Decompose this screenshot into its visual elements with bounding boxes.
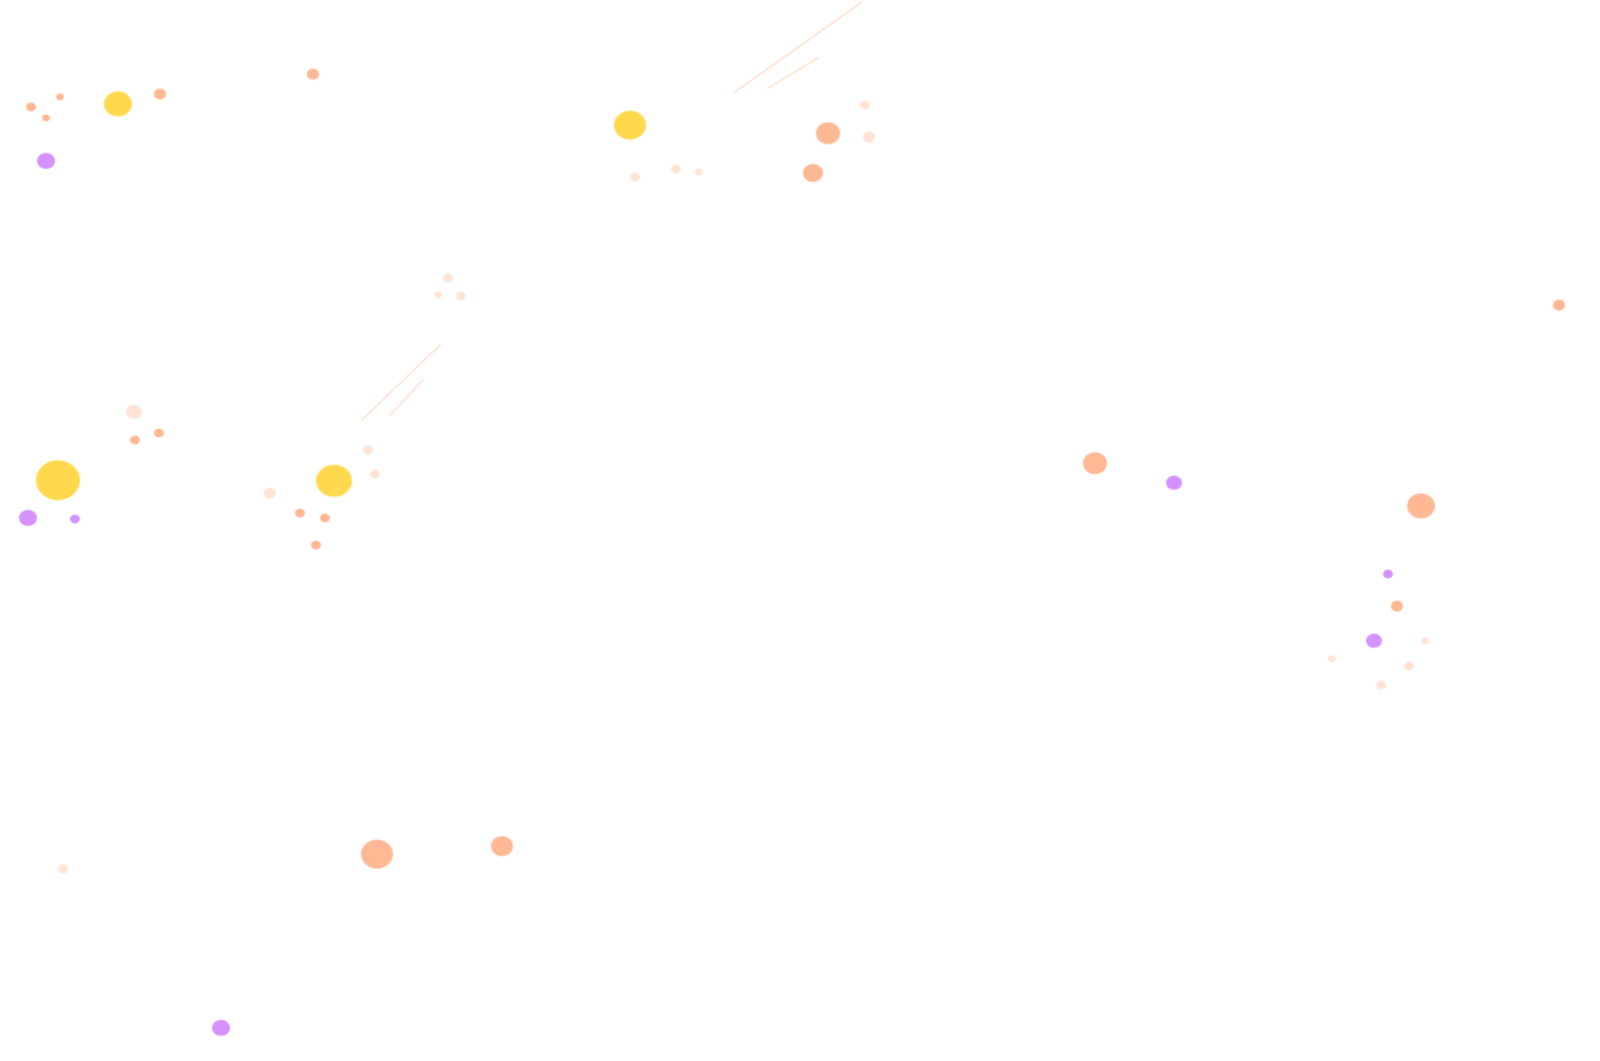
confetti-dot (316, 464, 352, 498)
streak (361, 344, 441, 421)
confetti-dot (295, 508, 305, 518)
confetti-dot (311, 540, 321, 550)
confetti-dot (1366, 633, 1382, 649)
confetti-dot (70, 514, 80, 524)
confetti-dot (1404, 661, 1414, 671)
confetti-dot (614, 110, 646, 140)
confetti-dot (456, 291, 466, 301)
confetti-dot (816, 122, 840, 144)
confetti-dot (434, 291, 442, 299)
confetti-dot (42, 114, 50, 122)
confetti-dot (361, 839, 393, 869)
streak (389, 379, 424, 416)
confetti-dot (130, 435, 140, 445)
confetti-dot (26, 102, 36, 112)
confetti-dot (154, 88, 166, 100)
streak (734, 1, 863, 93)
confetti-dot (803, 164, 823, 182)
confetti-dot (630, 172, 640, 182)
confetti-dot (104, 91, 132, 117)
confetti-dot (860, 100, 870, 110)
streak (767, 57, 819, 89)
confetti-dot (671, 164, 681, 174)
confetti-dot (264, 487, 276, 499)
confetti-dot (491, 836, 513, 856)
confetti-dot (320, 513, 330, 523)
confetti-dot (1407, 493, 1435, 519)
confetti-dot (19, 509, 37, 527)
confetti-dot (307, 68, 319, 80)
confetti-dot (37, 152, 55, 170)
confetti-dot (1166, 475, 1182, 491)
confetti-dot (1083, 452, 1107, 474)
confetti-dot (1421, 637, 1429, 645)
confetti-dot (695, 168, 703, 176)
confetti-dot (1553, 299, 1565, 311)
confetti-dot (212, 1019, 230, 1037)
confetti-dot (363, 445, 373, 455)
confetti-dot (1383, 569, 1393, 579)
confetti-dot (863, 131, 875, 143)
confetti-dot (1328, 655, 1336, 663)
confetti-dot (126, 404, 142, 420)
confetti-dot (154, 428, 164, 438)
confetti-dot (1376, 680, 1386, 690)
confetti-dot (443, 273, 453, 283)
confetti-dot (370, 469, 380, 479)
confetti-dot (36, 460, 80, 500)
confetti-dot (1391, 600, 1403, 612)
confetti-dot (56, 93, 64, 101)
confetti-dot (58, 864, 68, 874)
